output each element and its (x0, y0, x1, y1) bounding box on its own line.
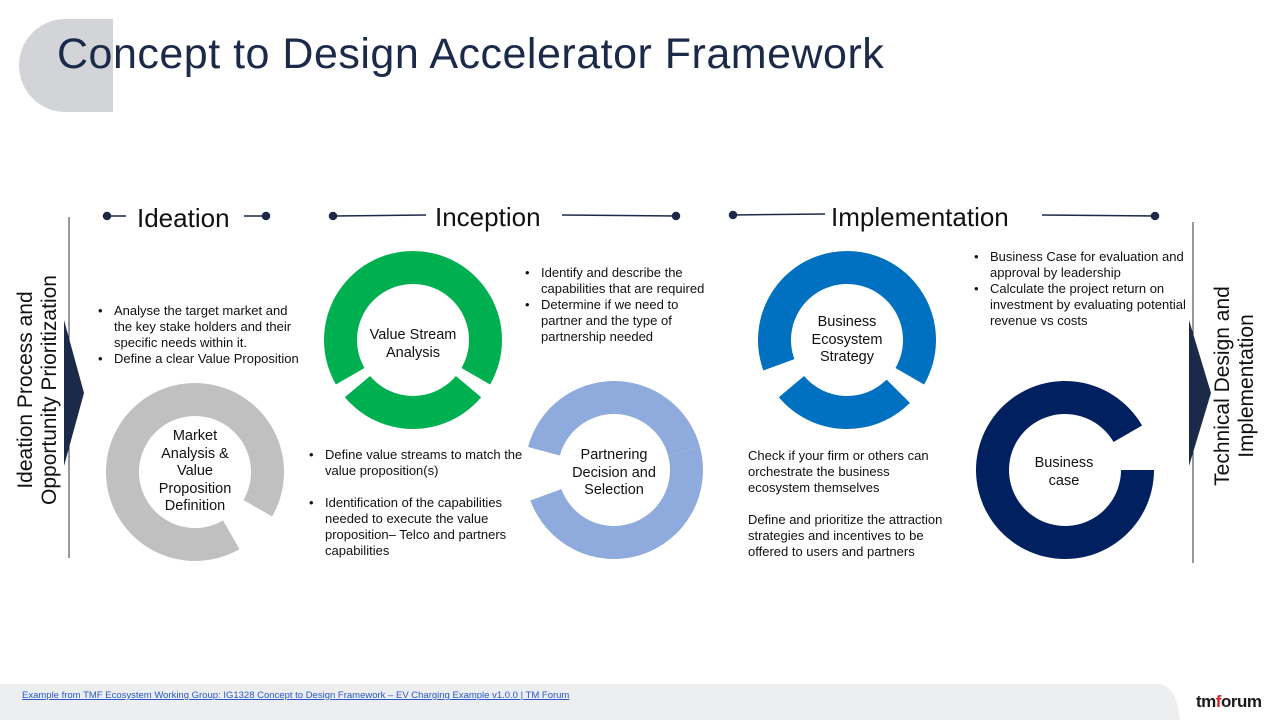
inception-dot-right (671, 211, 681, 221)
ecosystem-ring (758, 250, 937, 429)
list-item: Calculate the project return on investme… (971, 281, 1189, 329)
business-case-ring-label: Business case (1034, 455, 1094, 489)
list-item: Define value streams to match the value … (306, 447, 524, 479)
ideation-timeline (102, 211, 271, 221)
value-stream-ring-segment (323, 251, 502, 385)
logo-accent: f (1215, 692, 1222, 711)
footer-reference-link[interactable]: Example from TMF Ecosystem Working Group… (22, 690, 570, 701)
ecosystem-ring-segment (778, 375, 910, 429)
partnering-ring-label: Partnering Decision and Selection (572, 447, 656, 498)
ecosystem-paragraph-2: Define and prioritize the attraction str… (748, 512, 943, 559)
list-item: Business Case for evaluation and approva… (971, 249, 1189, 281)
implementation-timeline (728, 210, 1160, 221)
side-right-line1: Technical Design and (1211, 286, 1234, 486)
logo-rest: orum (1220, 692, 1262, 711)
page-title: Concept to Design Accelerator Framework (57, 30, 885, 78)
market-ring (106, 383, 285, 561)
value-stream-ring-segment (344, 375, 482, 429)
right-arrow (1189, 320, 1211, 466)
value-stream-ring (323, 251, 502, 429)
implementation-line-left (732, 213, 826, 216)
title-decoration (19, 19, 113, 112)
market-ring-label: Market Analysis & Value Proposition Defi… (158, 428, 232, 514)
side-left-line2: Opportunity Prioritization (38, 275, 61, 505)
side-label-right: Technical Design and Implementation (1211, 286, 1259, 486)
list-item: Identification of the capabilities neede… (306, 495, 524, 559)
ideation-dot-left (102, 211, 112, 221)
ecosystem-ring-segment (758, 250, 937, 385)
ring-segment (976, 380, 1154, 559)
inception-timeline (328, 211, 681, 221)
inception-bullets: Identify and describe the capabilities t… (522, 265, 707, 345)
ecosystem-text: Check if your firm or others can orchest… (748, 448, 948, 560)
market-bullets: Analyse the target market and the key st… (95, 303, 300, 367)
footer-bar (0, 684, 1280, 720)
side-left-line1: Ideation Process and (14, 291, 37, 489)
implementation-line-right (1041, 214, 1156, 217)
phase-implementation: Implementation (831, 202, 1009, 232)
side-label-left: Ideation Process and Opportunity Priorit… (14, 275, 62, 505)
inception-line-right (561, 214, 677, 217)
list-item: Analyse the target market and the key st… (95, 303, 300, 351)
ecosystem-paragraph-1: Check if your firm or others can orchest… (748, 448, 929, 495)
side-right-line2: Implementation (1235, 314, 1258, 458)
list-item: Determine if we need to partner and the … (522, 297, 707, 345)
implementation-dot-left (728, 210, 738, 220)
ideation-dot-right (261, 211, 271, 221)
phase-ideation: Ideation (137, 203, 230, 233)
tmforum-logo: tmforum (1196, 692, 1262, 712)
inception-line-left (332, 214, 427, 217)
business-case-ring (976, 380, 1154, 559)
value-stream-bullets: Define value streams to match the value … (306, 447, 524, 559)
partnering-ring (528, 380, 703, 559)
implementation-dot-right (1150, 211, 1160, 221)
ecosystem-ring-label: Business Ecosystem Strategy (811, 314, 883, 365)
partnering-ring-segment (530, 446, 703, 559)
inception-dot-left (328, 211, 338, 221)
ring-segment (106, 383, 285, 561)
left-arrow (64, 320, 84, 466)
list-item: Identify and describe the capabilities t… (522, 265, 707, 297)
partnering-ring-segment (528, 380, 700, 456)
value-stream-ring-label: Value Stream Analysis (369, 327, 457, 361)
business-case-bullets: Business Case for evaluation and approva… (971, 249, 1189, 329)
phase-inception: Inception (435, 202, 541, 232)
list-item: Define a clear Value Proposition (95, 351, 300, 367)
logo-tm: tm (1196, 692, 1216, 711)
